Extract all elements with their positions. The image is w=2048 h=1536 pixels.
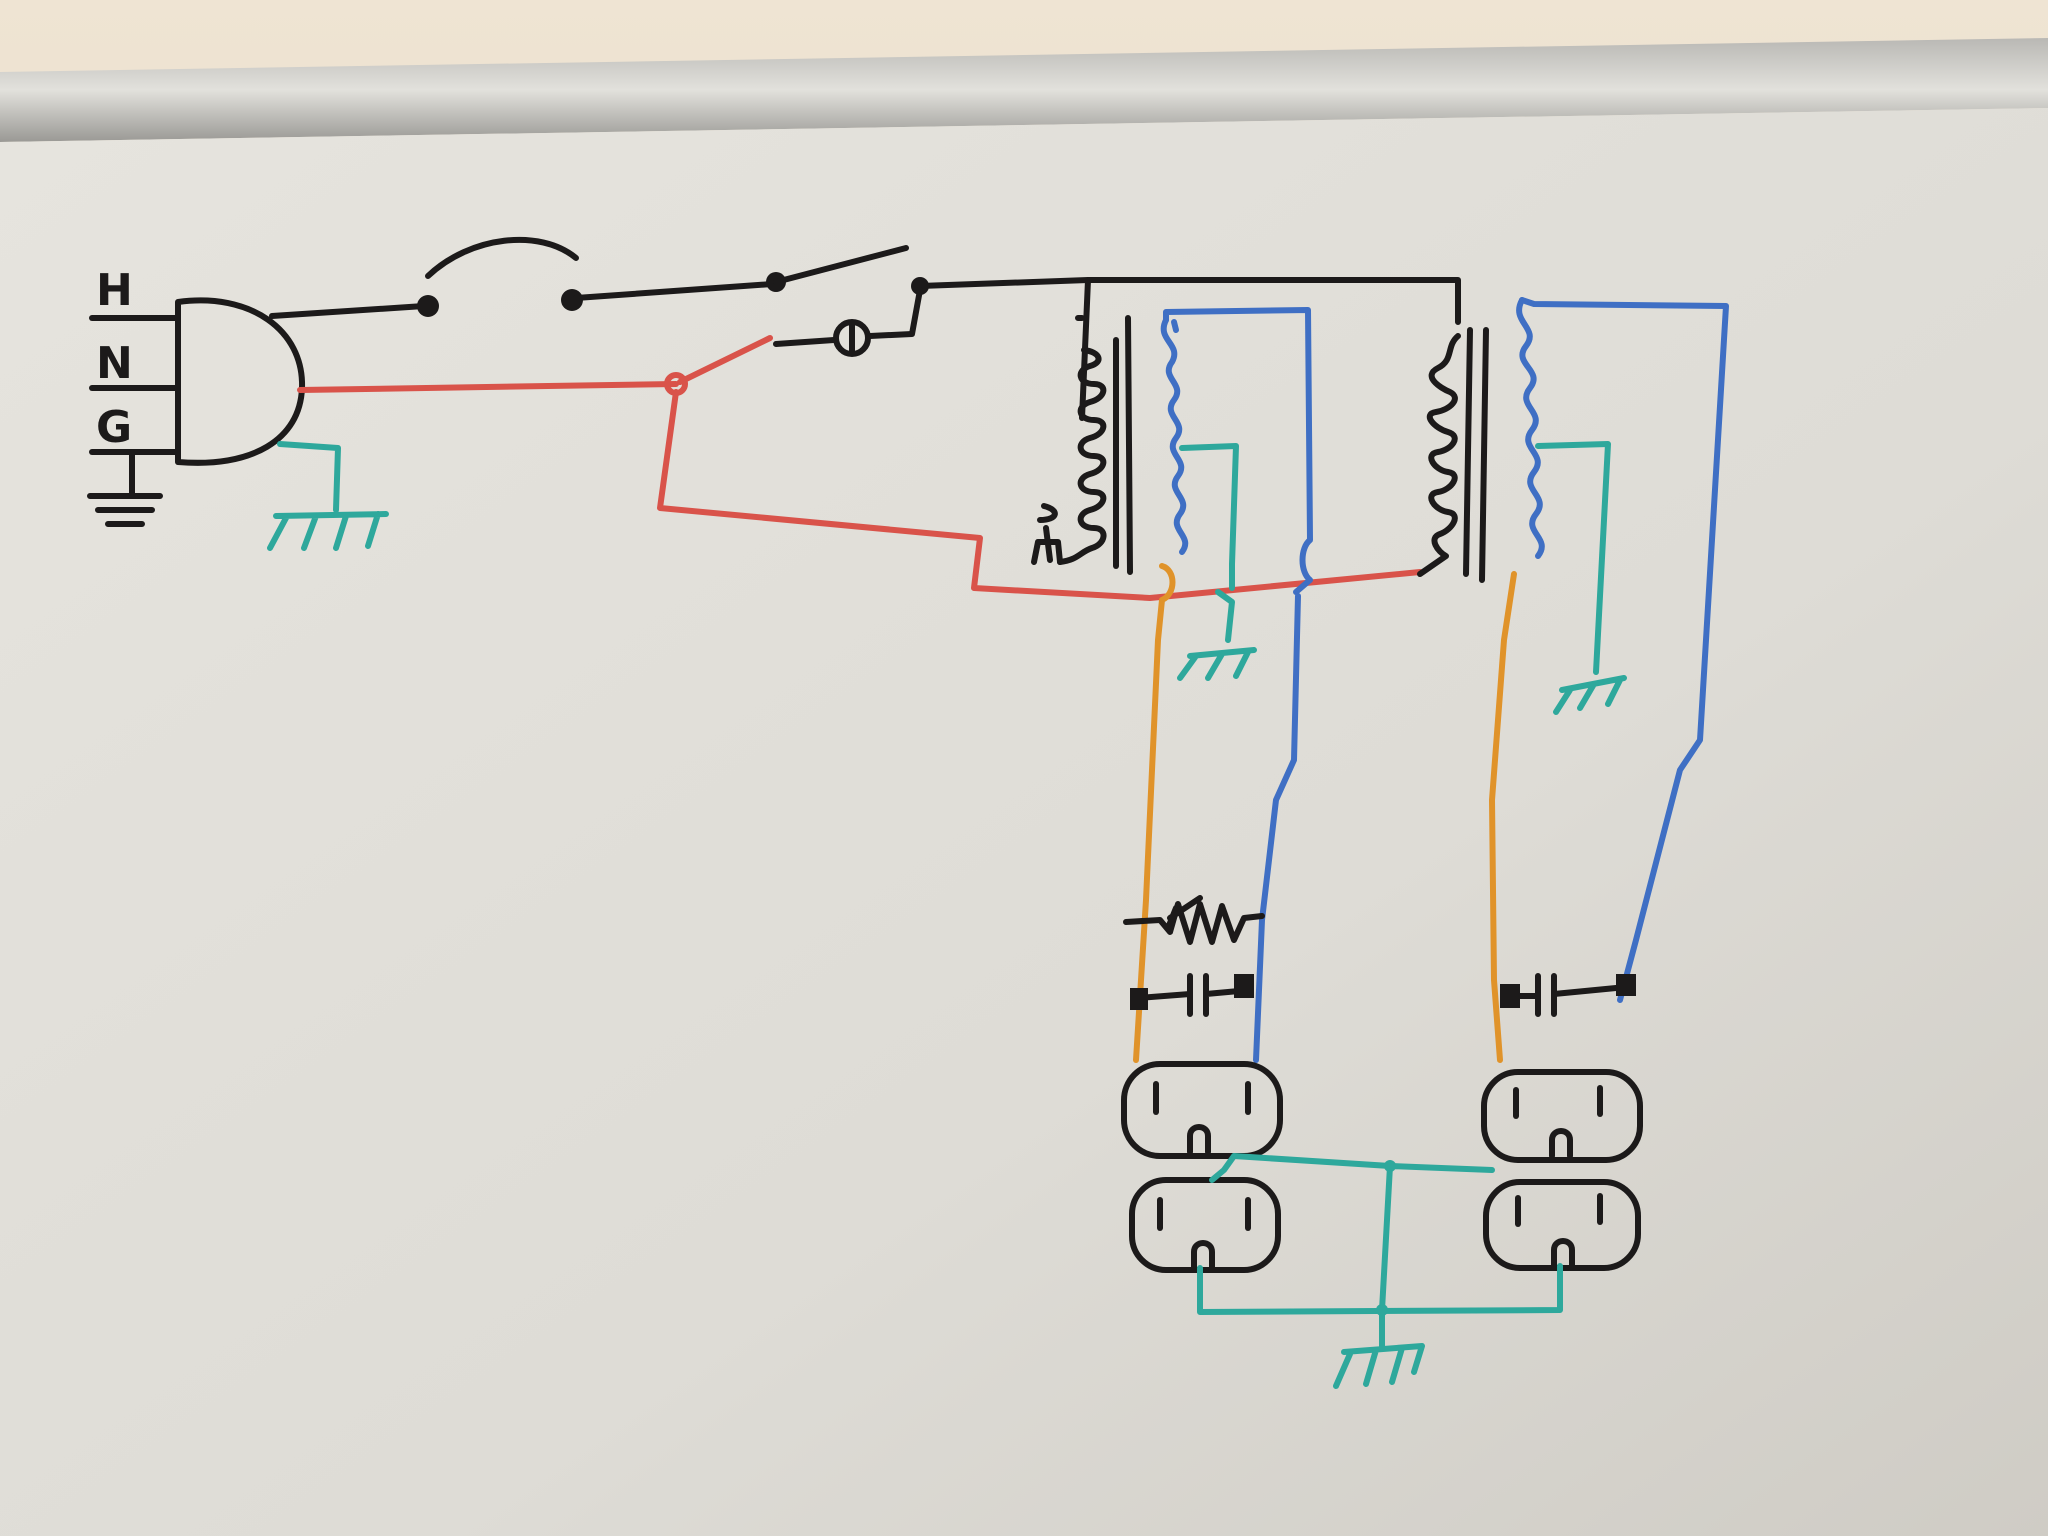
outlet-1-top (1121, 1061, 1283, 1159)
label-ground: G (96, 402, 132, 453)
transformer-1-ground-icon (1177, 589, 1257, 681)
hot-bus-wire (917, 277, 1461, 325)
outlet-1-bottom-body (1129, 1177, 1281, 1273)
plug-earth-ground-icon (87, 449, 163, 527)
fuse-arc (425, 236, 579, 279)
transformer-2-core-a (1463, 327, 1473, 577)
label-neutral: N (96, 338, 133, 389)
branch-1-blue-wire (1253, 593, 1301, 1063)
outlet-ground-icon (1333, 1307, 1425, 1389)
outlet-1-top-ground-hole (1187, 1124, 1211, 1155)
outlet-ground-junction (1384, 1160, 1396, 1172)
transformer-2-orange-lead (1489, 571, 1517, 1063)
branch-2-capacitor-icon (1507, 973, 1619, 1017)
transformer-1-primary-coil (1057, 347, 1107, 565)
outlet-ground-junction-lower (1376, 1304, 1388, 1316)
transformer-2-primary-coil (1417, 333, 1461, 577)
transformer-2-ground-icon (1535, 441, 1627, 715)
switch-lever (773, 245, 909, 285)
fuse-terminal-left (417, 295, 439, 317)
transformer-1-primary-bottom (1037, 503, 1058, 563)
outlet-1-top-body (1121, 1061, 1283, 1159)
transformer-1 (1031, 307, 1313, 1063)
branch-1-capacitor-icon (1135, 973, 1253, 1017)
transformer-1-secondary-tap (1171, 319, 1179, 333)
outlet-1-bottom-ground-hole (1191, 1240, 1215, 1271)
transformer-1-center-tap (1179, 443, 1239, 591)
transformer-2-core-b (1479, 327, 1489, 583)
transformer-1-orange-lead (1133, 563, 1176, 1063)
outlet-1-bottom (1129, 1177, 1281, 1273)
transformer-2 (1417, 297, 1729, 1063)
label-hot: H (96, 265, 133, 316)
branch-2-cap-terminal-right (1616, 974, 1636, 996)
transformer-2-secondary-coil (1516, 297, 1545, 559)
hot-wire (269, 303, 427, 319)
neutral-to-lamp (677, 335, 773, 385)
neutral-return-wire (657, 389, 1423, 601)
outlet-2-top-body (1481, 1069, 1643, 1163)
transformer-1-core-b (1125, 315, 1133, 575)
hot-wire-to-switch (573, 281, 775, 301)
neutral-wire (297, 381, 679, 393)
branch-2-cap-terminal-left (1500, 984, 1520, 1008)
transformer-1-secondary-coil (1160, 317, 1189, 555)
branch-1-cap-terminal-right (1234, 974, 1254, 998)
outlet-2-top-ground-hole (1549, 1128, 1573, 1159)
branch-1-thermistor-icon (1123, 895, 1265, 945)
outlet-2-bottom-ground-hole (1551, 1238, 1575, 1269)
whiteboard-surface (0, 108, 2048, 1536)
branch-1-cap-terminal-left (1130, 988, 1148, 1010)
lamp-wires (773, 287, 923, 347)
fuse-terminal-right (561, 289, 583, 311)
outlet-2-top (1481, 1069, 1643, 1163)
whiteboard-frame (0, 38, 2048, 142)
plug-ground-symbol (267, 441, 389, 551)
transformer-2-secondary-lead (1519, 297, 1729, 1003)
transformer-1-secondary-top-lead (1163, 307, 1313, 595)
